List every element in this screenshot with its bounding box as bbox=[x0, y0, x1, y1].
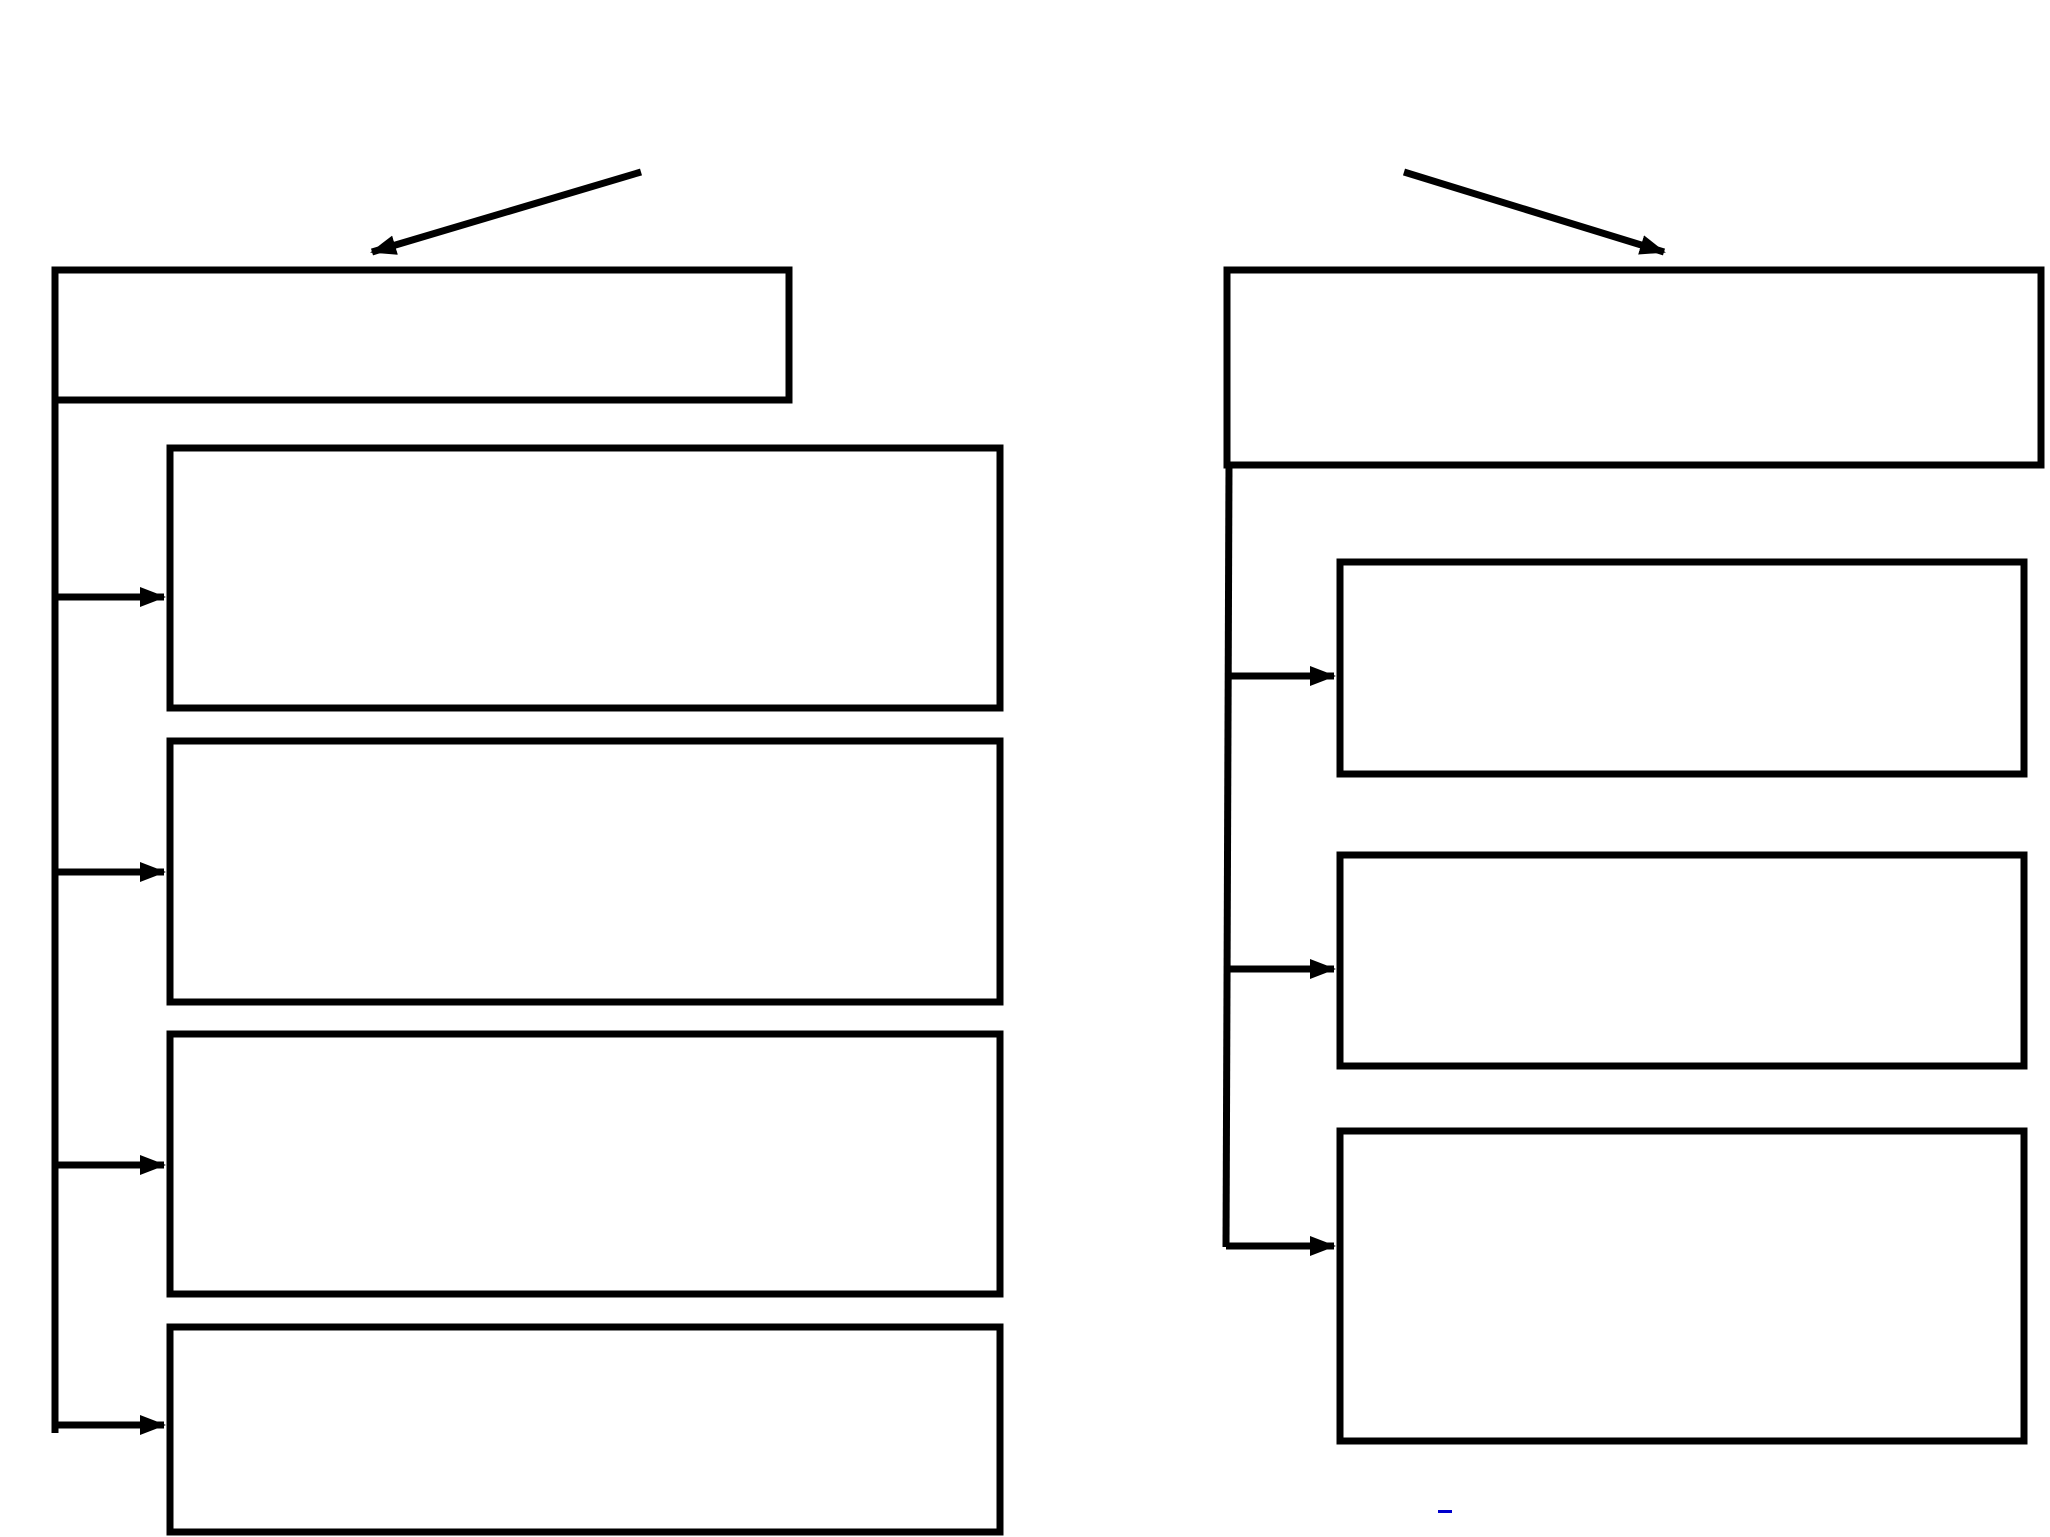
left-child-box-3 bbox=[166, 1030, 1004, 1298]
right-child-box-3 bbox=[1336, 1127, 2028, 1445]
left-child-box-1 bbox=[166, 444, 1004, 712]
right-child-box-1 bbox=[1336, 558, 2028, 778]
arrow-to-left-header bbox=[370, 168, 642, 256]
left-child-box-4 bbox=[166, 1323, 1004, 1536]
right-header-box bbox=[1223, 266, 2045, 469]
arrow-to-right-header bbox=[1402, 168, 1666, 256]
left-header-box bbox=[51, 266, 793, 404]
right-branch bbox=[1222, 266, 2045, 1445]
small-link-dash[interactable] bbox=[1438, 1510, 1452, 1513]
right-child-box-2 bbox=[1336, 851, 2028, 1070]
left-child-box-2 bbox=[166, 737, 1004, 1006]
right-trunk-line bbox=[1222, 464, 1233, 1248]
left-branch bbox=[51, 266, 1004, 1536]
